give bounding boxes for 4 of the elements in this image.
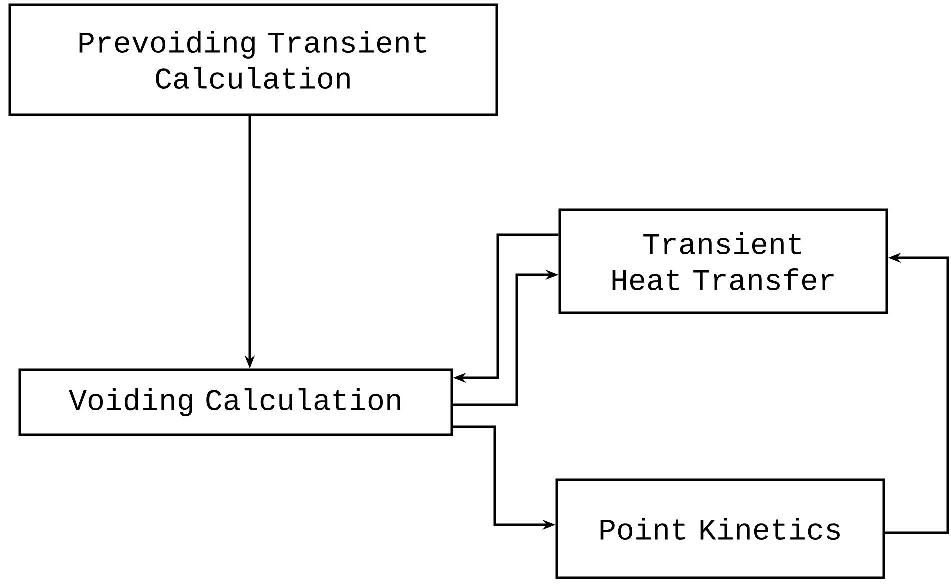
process-box: Point Kinetics [556,478,886,580]
process-box: Prevoiding Transient Calculation [8,4,498,116]
process-box: Transient Heat Transfer [558,208,888,314]
process-box: Voiding Calculation [18,368,454,436]
